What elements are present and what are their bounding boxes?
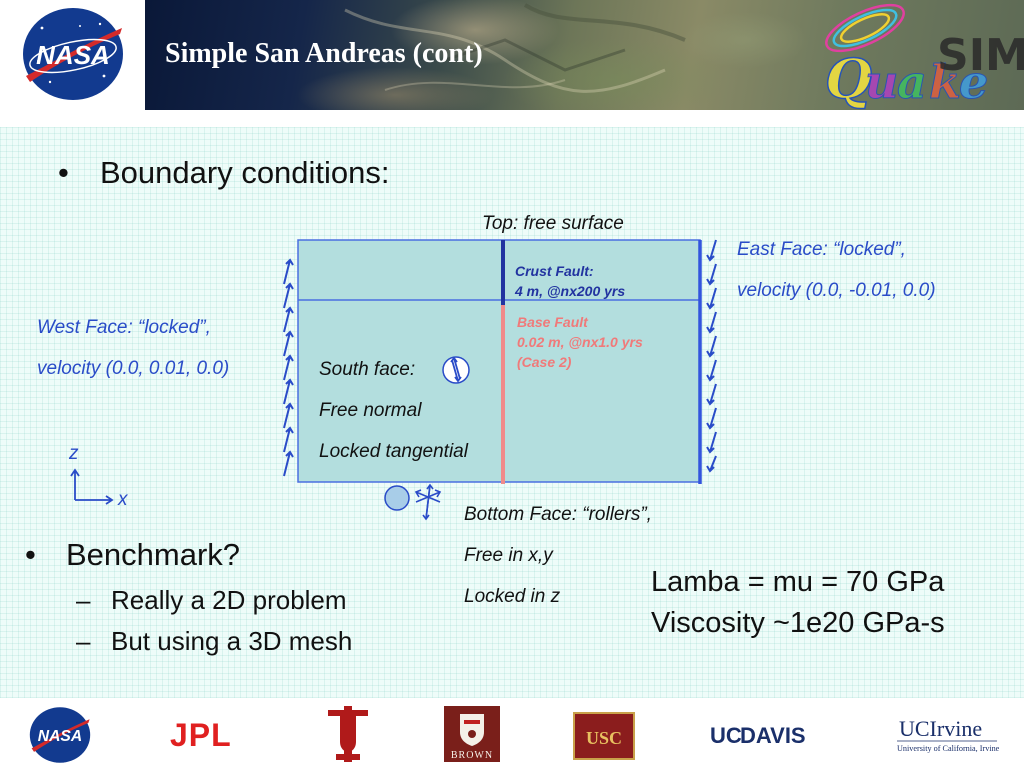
param-viscosity: Viscosity ~1e20 GPa-s <box>651 607 945 639</box>
west-face-label-1: West Face: “locked”, <box>37 317 211 338</box>
svg-text:UC: UC <box>710 723 742 748</box>
subbullet-2d-problem: Really a 2D problem <box>111 585 347 615</box>
mesh-box <box>297 239 701 483</box>
bottom-face-label-2: Free in x,y <box>464 545 553 566</box>
axis-x-label: x <box>117 489 129 510</box>
bottom-face-label-3: Locked in z <box>464 586 561 607</box>
svg-text:BROWN: BROWN <box>451 750 493 761</box>
bullet-benchmark: Benchmark? <box>66 537 241 572</box>
jpl-logo: JPL <box>170 720 232 750</box>
usc-logo: USC <box>573 712 635 760</box>
slide-title: Simple San Andreas (cont) <box>165 38 483 69</box>
bullet-marker: • <box>58 155 69 190</box>
brown-logo: BROWN <box>444 706 500 762</box>
partner-logos-footer: NASA JPL IU BROWN USC UC DAVIS UCIrvine <box>0 698 1024 768</box>
svg-text:JPL: JPL <box>170 720 232 750</box>
svg-text:UCIrvine: UCIrvine <box>899 716 982 741</box>
subbullet-dash: – <box>76 585 91 615</box>
south-face-label-3: Locked tangential <box>319 441 468 462</box>
svg-text:USC: USC <box>586 728 622 748</box>
svg-text:a: a <box>897 55 927 109</box>
svg-text:e: e <box>959 55 988 109</box>
base-fault-label-1: Base Fault <box>517 314 588 330</box>
subbullet-dash: – <box>76 626 91 656</box>
east-face-label-1: East Face: “locked”, <box>737 239 906 260</box>
svg-text:IU: IU <box>348 737 349 739</box>
indiana-university-logo: IU <box>328 706 368 762</box>
bottom-face-roller-symbol <box>384 483 442 521</box>
east-face-arrows <box>706 239 717 473</box>
bullet-boundary-conditions: Boundary conditions: <box>100 155 390 190</box>
terrain-texture <box>344 3 686 93</box>
south-face-symbol <box>442 356 470 384</box>
quakesim-logo: Q u a k e SIM <box>824 3 1024 110</box>
svg-text:DAVIS: DAVIS <box>740 723 806 748</box>
base-fault-label-2: 0.02 m, @nx1.0 yrs <box>517 334 643 350</box>
nasa-logo: NASA <box>23 8 123 100</box>
west-face-arrows <box>283 258 294 477</box>
svg-text:u: u <box>865 55 898 109</box>
axis-z-label: z <box>68 443 79 464</box>
south-face-label-2: Free normal <box>319 400 422 421</box>
east-face-label-2: velocity (0.0, -0.01, 0.0) <box>737 280 936 301</box>
nasa-logo-small: NASA <box>29 707 91 763</box>
bottom-face-label-1: Bottom Face: “rollers”, <box>464 504 652 525</box>
west-face-label-2: velocity (0.0, 0.01, 0.0) <box>37 358 230 379</box>
ucirvine-logo: UCIrvine University of California, Irvin… <box>897 716 999 753</box>
bullet-marker: • <box>25 537 36 572</box>
svg-text:SIM: SIM <box>937 30 1024 81</box>
crust-fault-label-2: 4 m, @nx200 yrs <box>515 283 626 299</box>
svg-text:NASA: NASA <box>38 728 82 745</box>
title-banner: Simple San Andreas (cont) Q u a k e SIM <box>145 0 1024 110</box>
axis-symbol <box>70 468 114 505</box>
boundary-conditions-diagram: z x <box>68 239 717 521</box>
slide-header: NASA Simple San Andreas (cont) Q u a k e… <box>0 0 1024 110</box>
subbullet-3d-mesh: But using a 3D mesh <box>111 626 353 656</box>
crust-fault-label-1: Crust Fault: <box>515 263 594 279</box>
slide-body: • Boundary conditions: <box>0 127 1024 698</box>
svg-text:University of California, Irvi: University of California, Irvine <box>897 744 999 753</box>
ucdavis-logo: UC DAVIS <box>710 723 806 748</box>
svg-text:NASA: NASA <box>36 40 110 70</box>
param-lame-mu: Lamba = mu = 70 GPa <box>651 566 945 598</box>
svg-text:Q: Q <box>825 47 872 110</box>
base-fault-label-3: (Case 2) <box>517 354 572 370</box>
top-face-label: Top: free surface <box>482 213 624 234</box>
svg-text:k: k <box>929 55 961 109</box>
south-face-label-1: South face: <box>319 359 416 380</box>
